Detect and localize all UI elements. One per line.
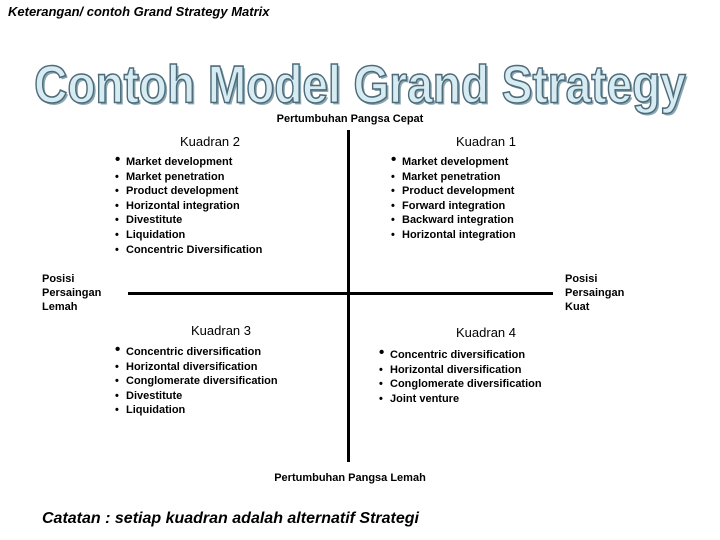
list-item: • Market penetration [115, 170, 262, 185]
list-item: • Horizontal integration [115, 199, 262, 214]
list-item: • Liquidation [115, 403, 278, 418]
bullet-icon: • [391, 185, 395, 198]
list-item-label: Horizontal integration [126, 199, 240, 212]
list-item-label: Horizontal integration [402, 228, 516, 241]
list-item-label: Backward integration [402, 214, 514, 227]
list-item-label: Divestitute [126, 389, 183, 402]
right-axis-label-line: Kuat [565, 301, 590, 313]
quadrant-3-title: Kuadran 3 [191, 323, 251, 338]
list-item: • Horizontal diversification [379, 363, 542, 378]
list-item-label: Product development [402, 185, 515, 198]
bullet-icon: • [115, 228, 119, 241]
list-item: • Forward integration [391, 199, 516, 214]
quadrant-1-title: Kuadran 1 [456, 134, 516, 149]
footnote: Catatan : setiap kuadran adalah alternat… [42, 510, 419, 527]
list-item-label: Horizontal diversification [126, 360, 258, 373]
left-axis-label-line: Posisi [42, 273, 75, 285]
bullet-icon: • [379, 363, 383, 376]
left-axis-label-line: Lemah [42, 301, 78, 313]
right-axis-label-line: Posisi [565, 273, 598, 285]
bullet-icon: • [115, 199, 119, 212]
quadrant-1-list: •Market development •Market penetration … [391, 151, 516, 243]
list-item: • Product development [115, 184, 262, 199]
vertical-axis-line [347, 130, 350, 462]
bullet-icon: • [115, 341, 121, 358]
bullet-icon: • [115, 375, 119, 388]
list-item-label: Horizontal diversification [390, 363, 522, 376]
list-item-label: Liquidation [126, 228, 186, 241]
quadrant-2-title: Kuadran 2 [180, 134, 240, 149]
quadrant-4-list: • Concentric diversification • Horizontal … [379, 344, 542, 407]
list-item: • Product development [391, 184, 516, 199]
list-item: • Concentric Diversification [115, 243, 262, 258]
list-item: • Conglomerate diversification [115, 374, 278, 389]
list-item-label: Liquidation [126, 404, 186, 417]
list-item-label: Divestitute [126, 214, 183, 227]
bullet-icon: • [379, 378, 383, 391]
bullet-icon: • [379, 392, 383, 405]
bullet-icon: • [391, 199, 395, 212]
list-item: • Market development [115, 151, 262, 170]
right-axis-label: Posisi Persaingan Kuat [565, 272, 624, 314]
left-axis-label-line: Persaingan [42, 287, 102, 299]
top-axis-label: Pertumbuhan Pangsa Cepat [276, 113, 424, 125]
quadrant-4-title: Kuadran 4 [456, 325, 516, 340]
list-item-label: Market development [402, 156, 509, 168]
bullet-icon: • [115, 170, 119, 183]
slide-subtitle: Keterangan/ contoh Grand Strategy Matrix [8, 4, 270, 19]
bullet-icon: • [115, 214, 119, 227]
list-item-label: Market penetration [402, 170, 501, 183]
bullet-icon: • [115, 404, 119, 417]
list-item-label: Joint venture [390, 392, 460, 405]
bottom-axis-label: Pertumbuhan Pangsa Lemah [274, 472, 426, 484]
list-item-label: Market development [126, 156, 233, 168]
bullet-icon: • [115, 360, 119, 373]
list-item: • Horizontal diversification [115, 360, 278, 375]
list-item-label: Concentric diversification [390, 349, 526, 361]
quadrant-3-list: • Concentric diversification • Horizontal … [115, 341, 278, 418]
bullet-icon: • [115, 185, 119, 198]
bullet-icon: • [115, 151, 121, 168]
bullet-icon: • [391, 214, 395, 227]
list-item-label: Conglomerate diversification [390, 378, 542, 391]
list-item: • Divestitute [115, 213, 262, 228]
bullet-icon: • [391, 151, 397, 168]
list-item-label: Market penetration [126, 170, 225, 183]
list-item-label: Concentric Diversification [126, 243, 263, 256]
list-item-label: Product development [126, 185, 239, 198]
slide-title: Contoh Model Grand Strategy [33, 53, 686, 114]
bullet-icon: • [391, 170, 395, 183]
list-item: • Concentric diversification [115, 341, 278, 360]
bullet-icon: • [379, 344, 385, 361]
horizontal-axis-line [128, 292, 553, 295]
list-item: • Concentric diversification [379, 344, 542, 363]
list-item-label: Forward integration [402, 199, 506, 212]
list-item: • Liquidation [115, 228, 262, 243]
left-axis-label: Posisi Persaingan Lemah [42, 272, 101, 314]
list-item-label: Concentric diversification [126, 346, 262, 358]
bullet-icon: • [391, 228, 395, 241]
bullet-icon: • [115, 243, 119, 256]
list-item: • Divestitute [115, 389, 278, 404]
list-item-label: Conglomerate diversification [126, 375, 278, 388]
list-item: • Joint venture [379, 392, 542, 407]
right-axis-label-line: Persaingan [565, 287, 625, 299]
list-item: • Market penetration [391, 170, 516, 185]
bullet-icon: • [115, 389, 119, 402]
quadrant-2-list: •Market development •Market penetration … [115, 151, 262, 258]
list-item: • Market development [391, 151, 516, 170]
list-item: • Horizontal integration [391, 228, 516, 243]
list-item: • Backward integration [391, 213, 516, 228]
list-item: • Conglomerate diversification [379, 377, 542, 392]
